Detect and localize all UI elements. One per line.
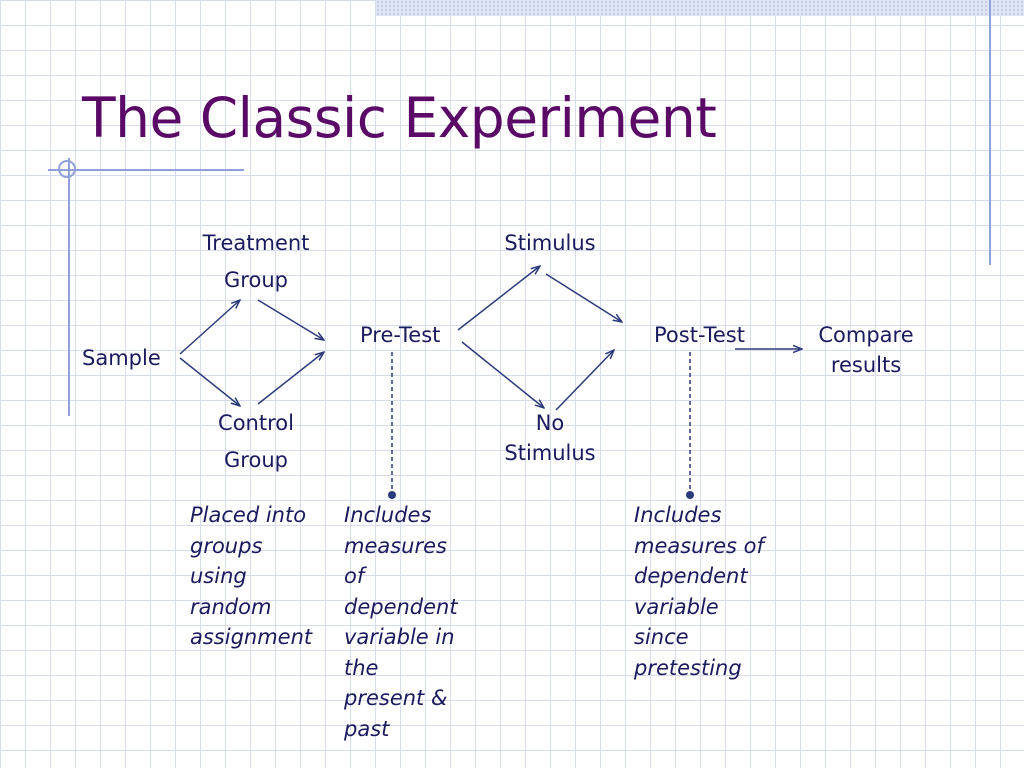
note-line: of	[344, 564, 365, 588]
arrow-sample-to-control	[179, 357, 240, 406]
connector-dot-pretest	[388, 491, 396, 499]
note-pretest-measures: Includes measures of dependent variable …	[344, 500, 458, 744]
note-line: groups	[190, 533, 263, 558]
note-line: random	[190, 594, 272, 619]
note-line: Includes	[344, 503, 432, 527]
note-line: the	[344, 655, 379, 680]
posttest-label: Post-Test	[654, 323, 745, 347]
note-line: since	[634, 625, 689, 649]
note-posttest-measures: Includes measures of dependent variable …	[634, 500, 764, 683]
treatment-group-label-line1: Treatment	[202, 231, 310, 255]
arrow-stimulus-to-posttest	[545, 273, 622, 322]
arrow-treatment-to-pretest	[257, 299, 324, 340]
note-line: measures of	[634, 533, 764, 558]
top-decorative-bar	[376, 0, 1024, 16]
right-decorative-rule	[989, 0, 991, 265]
control-group-label-line2: Group	[224, 448, 288, 472]
note-line: past	[344, 716, 390, 741]
arrow-pretest-to-no-stimulus	[461, 341, 544, 408]
note-line: variable	[634, 594, 719, 619]
arrow-no-stimulus-to-posttest	[555, 350, 614, 411]
note-line: assignment	[190, 625, 313, 649]
note-line: variable in	[344, 625, 455, 649]
title-ring-ornament	[58, 160, 76, 178]
sample-label: Sample	[82, 346, 161, 370]
connector-dot-posttest	[686, 491, 694, 499]
left-decorative-rule	[68, 158, 70, 416]
no-stimulus-label-line1: No	[535, 411, 565, 435]
treatment-group-label-line2: Group	[224, 268, 288, 292]
slide-title: The Classic Experiment	[82, 86, 717, 150]
arrow-sample-to-treatment	[179, 300, 240, 355]
note-line: Includes	[634, 503, 722, 527]
pretest-label: Pre-Test	[360, 323, 441, 347]
note-line: dependent	[634, 564, 748, 588]
note-line: present &	[344, 686, 448, 710]
note-line: Placed into	[190, 503, 307, 527]
note-line: measures	[344, 533, 447, 558]
note-line: dependent	[344, 594, 458, 619]
note-line: using	[190, 564, 247, 588]
note-line: pretesting	[634, 655, 742, 680]
note-random-assignment: Placed into groups using random assignme…	[190, 500, 312, 653]
control-group-label-line1: Control	[218, 411, 294, 435]
title-underline-rule	[48, 169, 244, 171]
no-stimulus-label-line2: Stimulus	[504, 441, 596, 465]
compare-results-label-line1: Compare	[818, 323, 914, 347]
arrow-pretest-to-stimulus	[457, 266, 540, 331]
compare-results-label-line2: results	[830, 353, 902, 377]
stimulus-label: Stimulus	[504, 231, 596, 255]
arrow-control-to-pretest	[257, 352, 324, 405]
